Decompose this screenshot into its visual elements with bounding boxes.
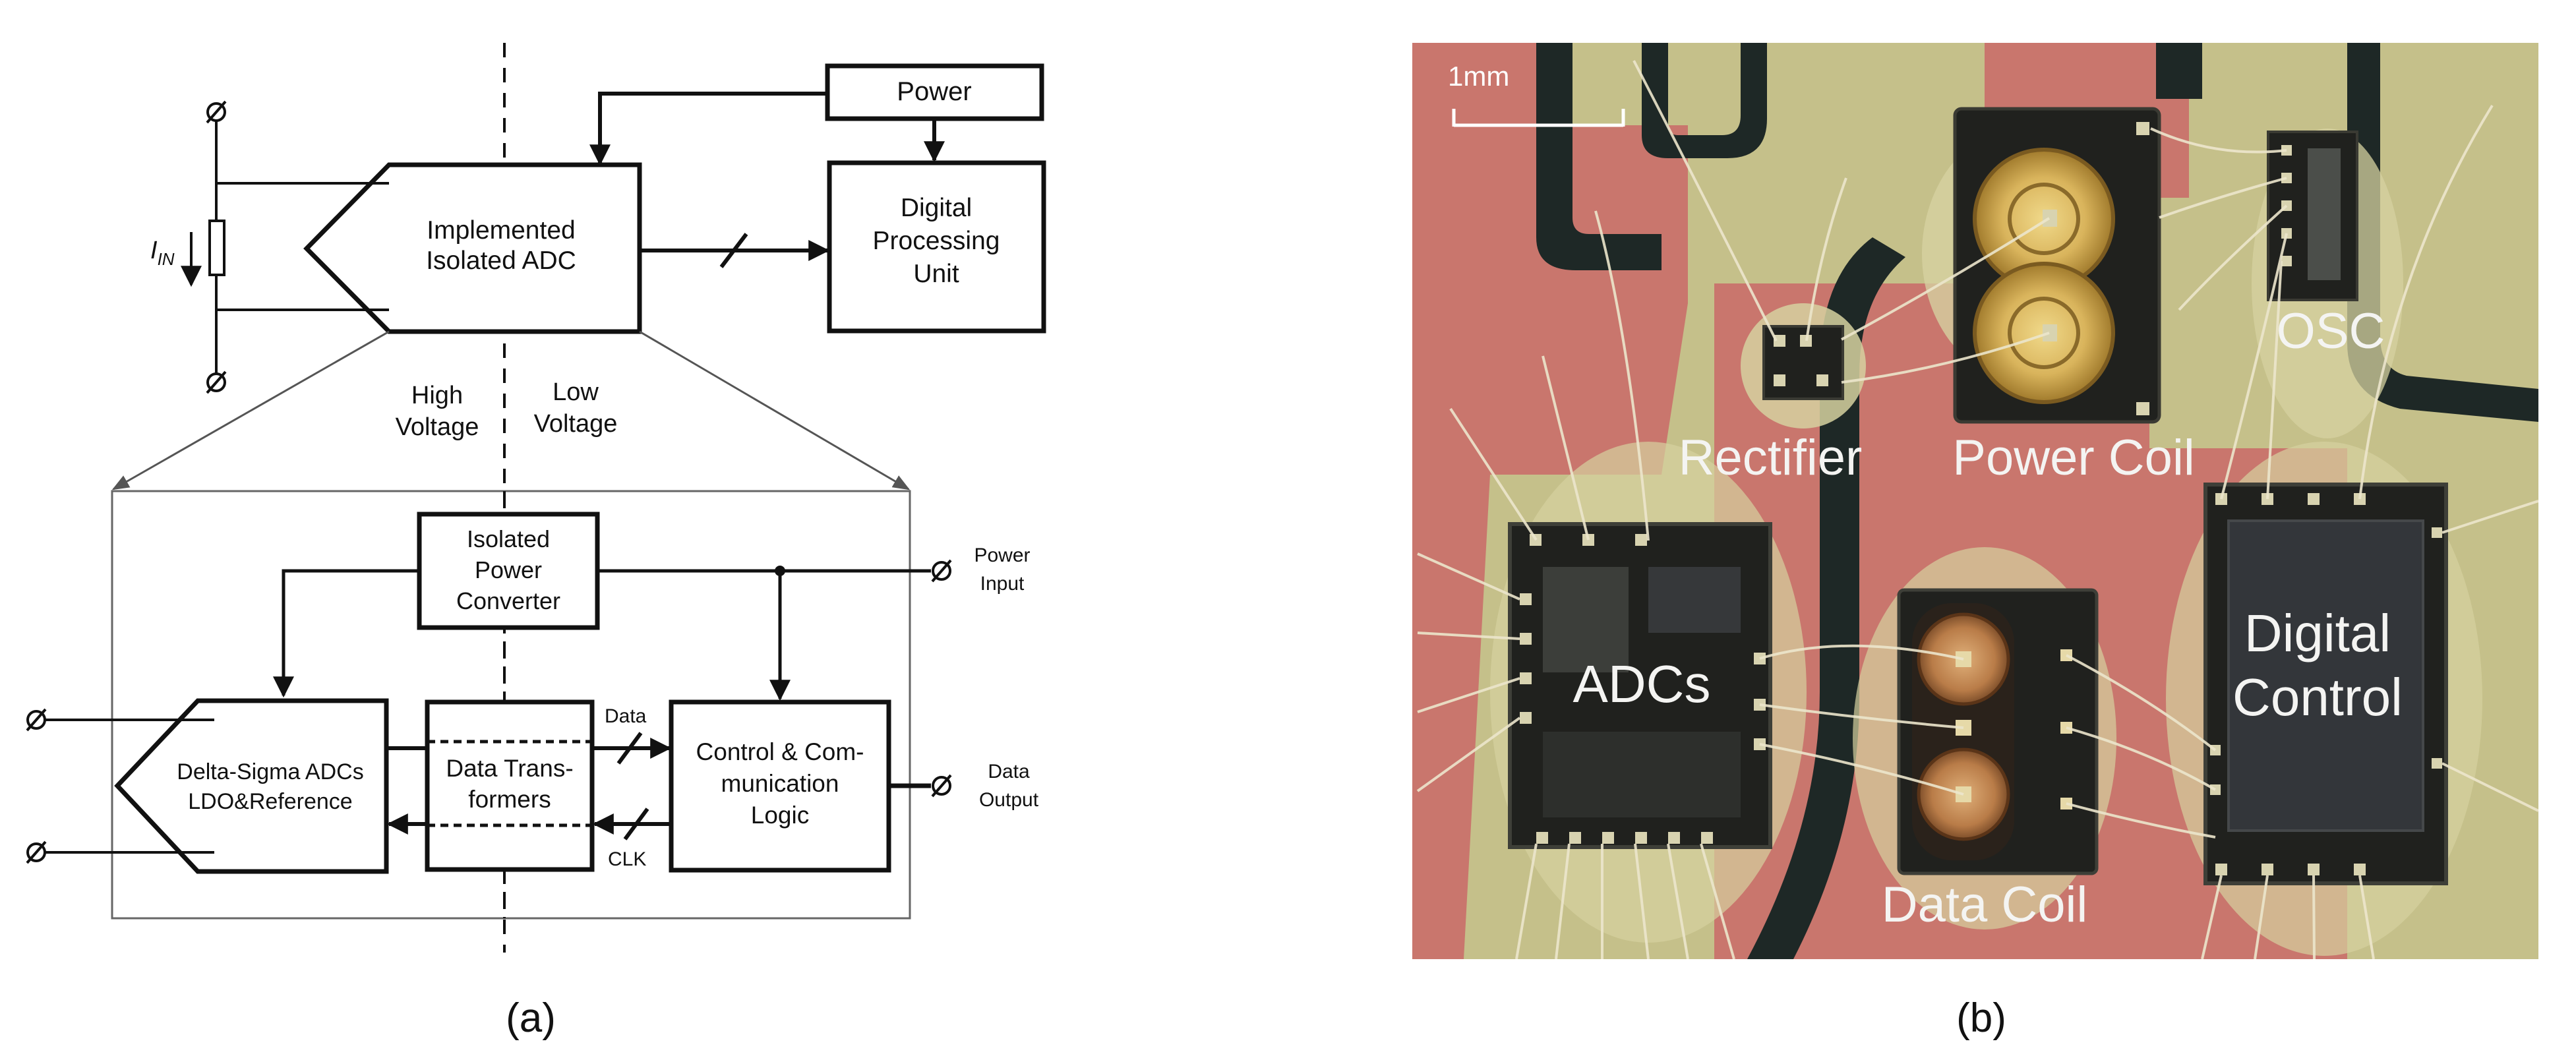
digital-control-label-1: Digital	[2244, 604, 2391, 662]
dpu-label-1: Digital	[901, 194, 972, 222]
rectifier-label: Rectifier	[1679, 430, 1863, 486]
power-coil-pads	[2043, 122, 2149, 415]
transformer-label-2: formers	[468, 786, 551, 813]
converter-label-1: Isolated	[467, 525, 550, 552]
high-voltage-label-2: Voltage	[396, 413, 479, 441]
dark-trace-curve	[1747, 237, 1905, 959]
rectifier-pads	[1774, 335, 1828, 386]
expand-line-left	[111, 330, 390, 490]
delta-sigma-label-1: Delta-Sigma ADCs	[177, 759, 363, 784]
dpu-label-2: Processing	[873, 227, 1000, 255]
data-output-label-2: Output	[979, 789, 1039, 811]
data-bus-slash	[616, 732, 643, 765]
dpu-label-3: Unit	[913, 260, 959, 288]
scale-bar	[1452, 109, 1625, 127]
low-voltage-label-1: Low	[553, 378, 599, 406]
dark-trace-top	[1642, 43, 1767, 158]
converter-label-2: Power	[475, 556, 542, 583]
implemented-adc-block	[303, 162, 642, 334]
adc-input-terminal-top	[26, 708, 47, 732]
delta-sigma-label-2: LDO&Reference	[188, 789, 352, 814]
logic-label-3: Logic	[751, 802, 809, 829]
adcs-circuit-block-2	[1648, 567, 1741, 633]
dark-trace-top-left	[1536, 43, 1662, 270]
terminal-bottom	[206, 370, 227, 394]
digital-processing-unit-box	[827, 160, 1046, 334]
terminal-top	[206, 100, 227, 124]
high-voltage-label-1: High	[411, 382, 463, 409]
adcs-circuit-block-1	[1543, 567, 1629, 672]
implemented-adc-label-2: Isolated ADC	[426, 247, 576, 275]
adcs-label: ADCs	[1573, 655, 1711, 713]
power-coil-upper-inner	[2008, 183, 2080, 255]
power-input-terminal	[931, 559, 952, 583]
power-input-label-1: Power	[974, 545, 1030, 566]
current-label: IIN	[150, 237, 175, 269]
power-to-adc-arrow	[589, 92, 827, 166]
data-output-label-1: Data	[988, 761, 1030, 782]
osc-label: OSC	[2277, 303, 2385, 359]
panel-a-block-diagram: Power Implemented Isolated ADC Digital P…	[26, 43, 1046, 1041]
power-coil-label: Power Coil	[1952, 430, 2194, 486]
expand-line-right	[639, 330, 911, 490]
logic-label-1: Control & Com-	[696, 738, 864, 765]
data-transformers-box	[425, 699, 595, 872]
implemented-adc-label-1: Implemented	[427, 216, 575, 245]
converter-label-3: Converter	[456, 587, 560, 614]
osc-circuit	[2308, 148, 2341, 280]
delta-sigma-adc-block	[114, 698, 389, 874]
clk-bus-slash	[623, 808, 649, 840]
panel-b-caption: (b)	[1956, 995, 2006, 1041]
digital-control-label-2: Control	[2232, 668, 2403, 726]
isolated-power-converter-box	[417, 512, 600, 630]
logic-label-2: munication	[721, 770, 839, 797]
power-coil-lower-inner	[2008, 297, 2080, 369]
adcs-circuit-block-3	[1543, 732, 1741, 817]
data-output-terminal	[931, 774, 952, 798]
bond-wires	[1416, 60, 2538, 959]
scale-bar-label: 1mm	[1448, 61, 1509, 92]
digital-control-core	[2227, 519, 2424, 832]
current-sense-circuit	[208, 112, 389, 382]
detail-frame	[111, 490, 911, 920]
data-coil-label: Data Coil	[1882, 877, 2088, 933]
panel-b-chip-photo: 1mm OSC Rectifier Power Coil ADCs Digita…	[1412, 43, 2538, 1041]
pcb-red-left	[1412, 43, 1688, 959]
converter-to-adc-arrow	[273, 569, 419, 698]
data-signal-label: Data	[605, 705, 647, 727]
transformer-label-1: Data Trans-	[446, 755, 573, 782]
adc-input-terminal-bottom	[26, 840, 47, 864]
bus-slash	[719, 233, 748, 268]
power-box-label: Power	[897, 77, 971, 106]
clk-signal-label: CLK	[608, 848, 646, 870]
dark-trace-top-right	[2156, 43, 2202, 99]
low-voltage-label-2: Voltage	[534, 410, 618, 438]
power-input-label-2: Input	[980, 573, 1025, 595]
panel-a-caption: (a)	[506, 995, 556, 1041]
